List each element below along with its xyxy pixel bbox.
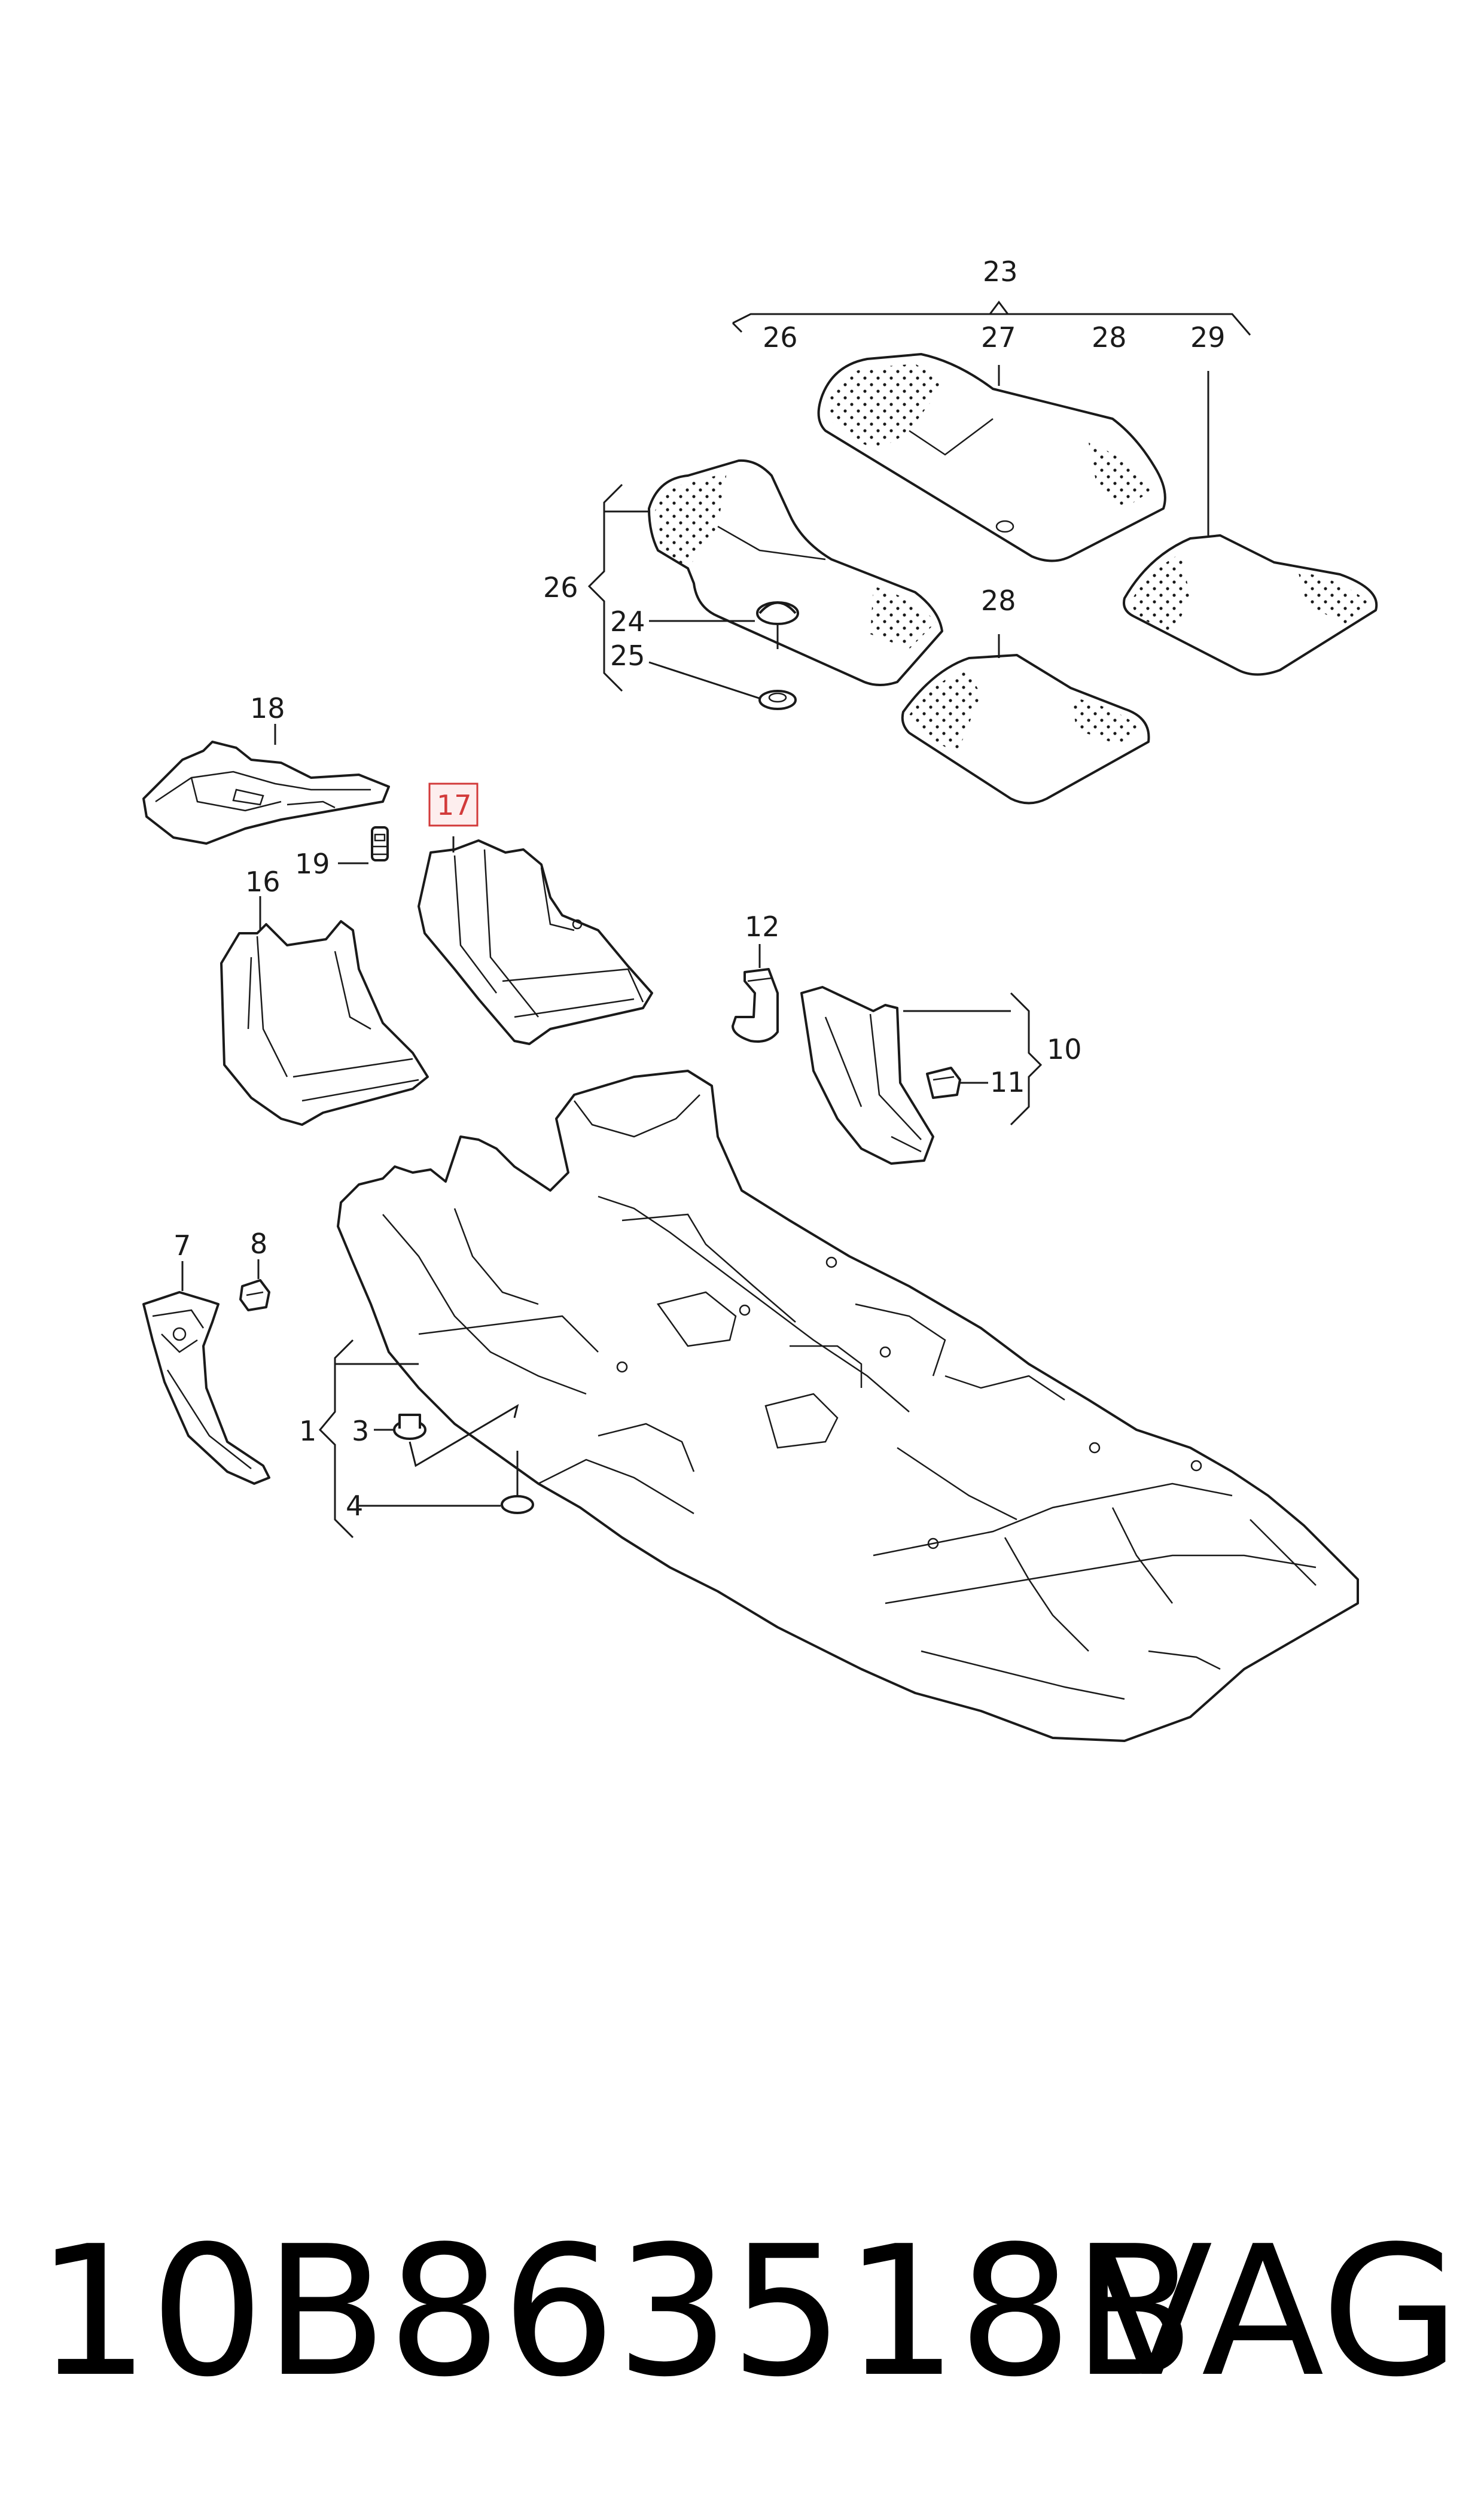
callout-8: 8 [250, 1228, 267, 1260]
callout-25: 25 [610, 640, 645, 672]
insulator-18 [142, 724, 390, 845]
mat-fastener-25 [648, 661, 797, 710]
floor-mat-set [587, 300, 1378, 805]
floor-carpet-1 [318, 1070, 1359, 1742]
callout-10: 10 [1047, 1033, 1082, 1065]
callout-18: 18 [250, 692, 285, 724]
callout-19: 19 [295, 848, 330, 880]
parts-diagram: 23 26 27 28 29 26 24 25 28 18 17 19 16 1… [142, 255, 1378, 1742]
brand-label: VAG [1090, 2208, 1460, 2416]
callout-17: 17 [437, 789, 472, 821]
callout-29: 29 [1190, 321, 1226, 354]
callout-11: 11 [990, 1066, 1025, 1098]
callout-17-highlight-box [428, 783, 479, 827]
callout-1: 1 [299, 1415, 316, 1447]
trim-panel-7 [142, 1261, 270, 1485]
callout-28-side: 28 [981, 584, 1016, 617]
part-number: 10B863518B [36, 2208, 1196, 2416]
floor-mat-29 [1123, 534, 1378, 676]
clip-8 [239, 1259, 270, 1311]
callout-23: 23 [983, 255, 1018, 288]
fastener-4 [359, 1451, 534, 1514]
floor-mat-26 [648, 459, 943, 686]
callout-12: 12 [745, 911, 780, 943]
callout-27: 27 [981, 321, 1016, 354]
callout-26-top: 26 [763, 321, 798, 354]
trim-panel-10 [800, 986, 1043, 1165]
callout-26-side: 26 [543, 571, 578, 604]
callout-16: 16 [245, 866, 281, 898]
fastener-3 [374, 1403, 519, 1467]
callout-3: 3 [352, 1415, 369, 1447]
clip-11 [926, 1067, 988, 1099]
callout-4: 4 [346, 1490, 363, 1522]
callout-24: 24 [610, 605, 645, 638]
callout-28-top: 28 [1092, 321, 1127, 354]
clip-19 [338, 826, 389, 864]
clip-12 [732, 944, 779, 1043]
insulator-16 [220, 896, 429, 1126]
insulator-17 [418, 836, 653, 1045]
callout-7: 7 [173, 1229, 191, 1262]
mat-fastener-24 [649, 601, 799, 649]
